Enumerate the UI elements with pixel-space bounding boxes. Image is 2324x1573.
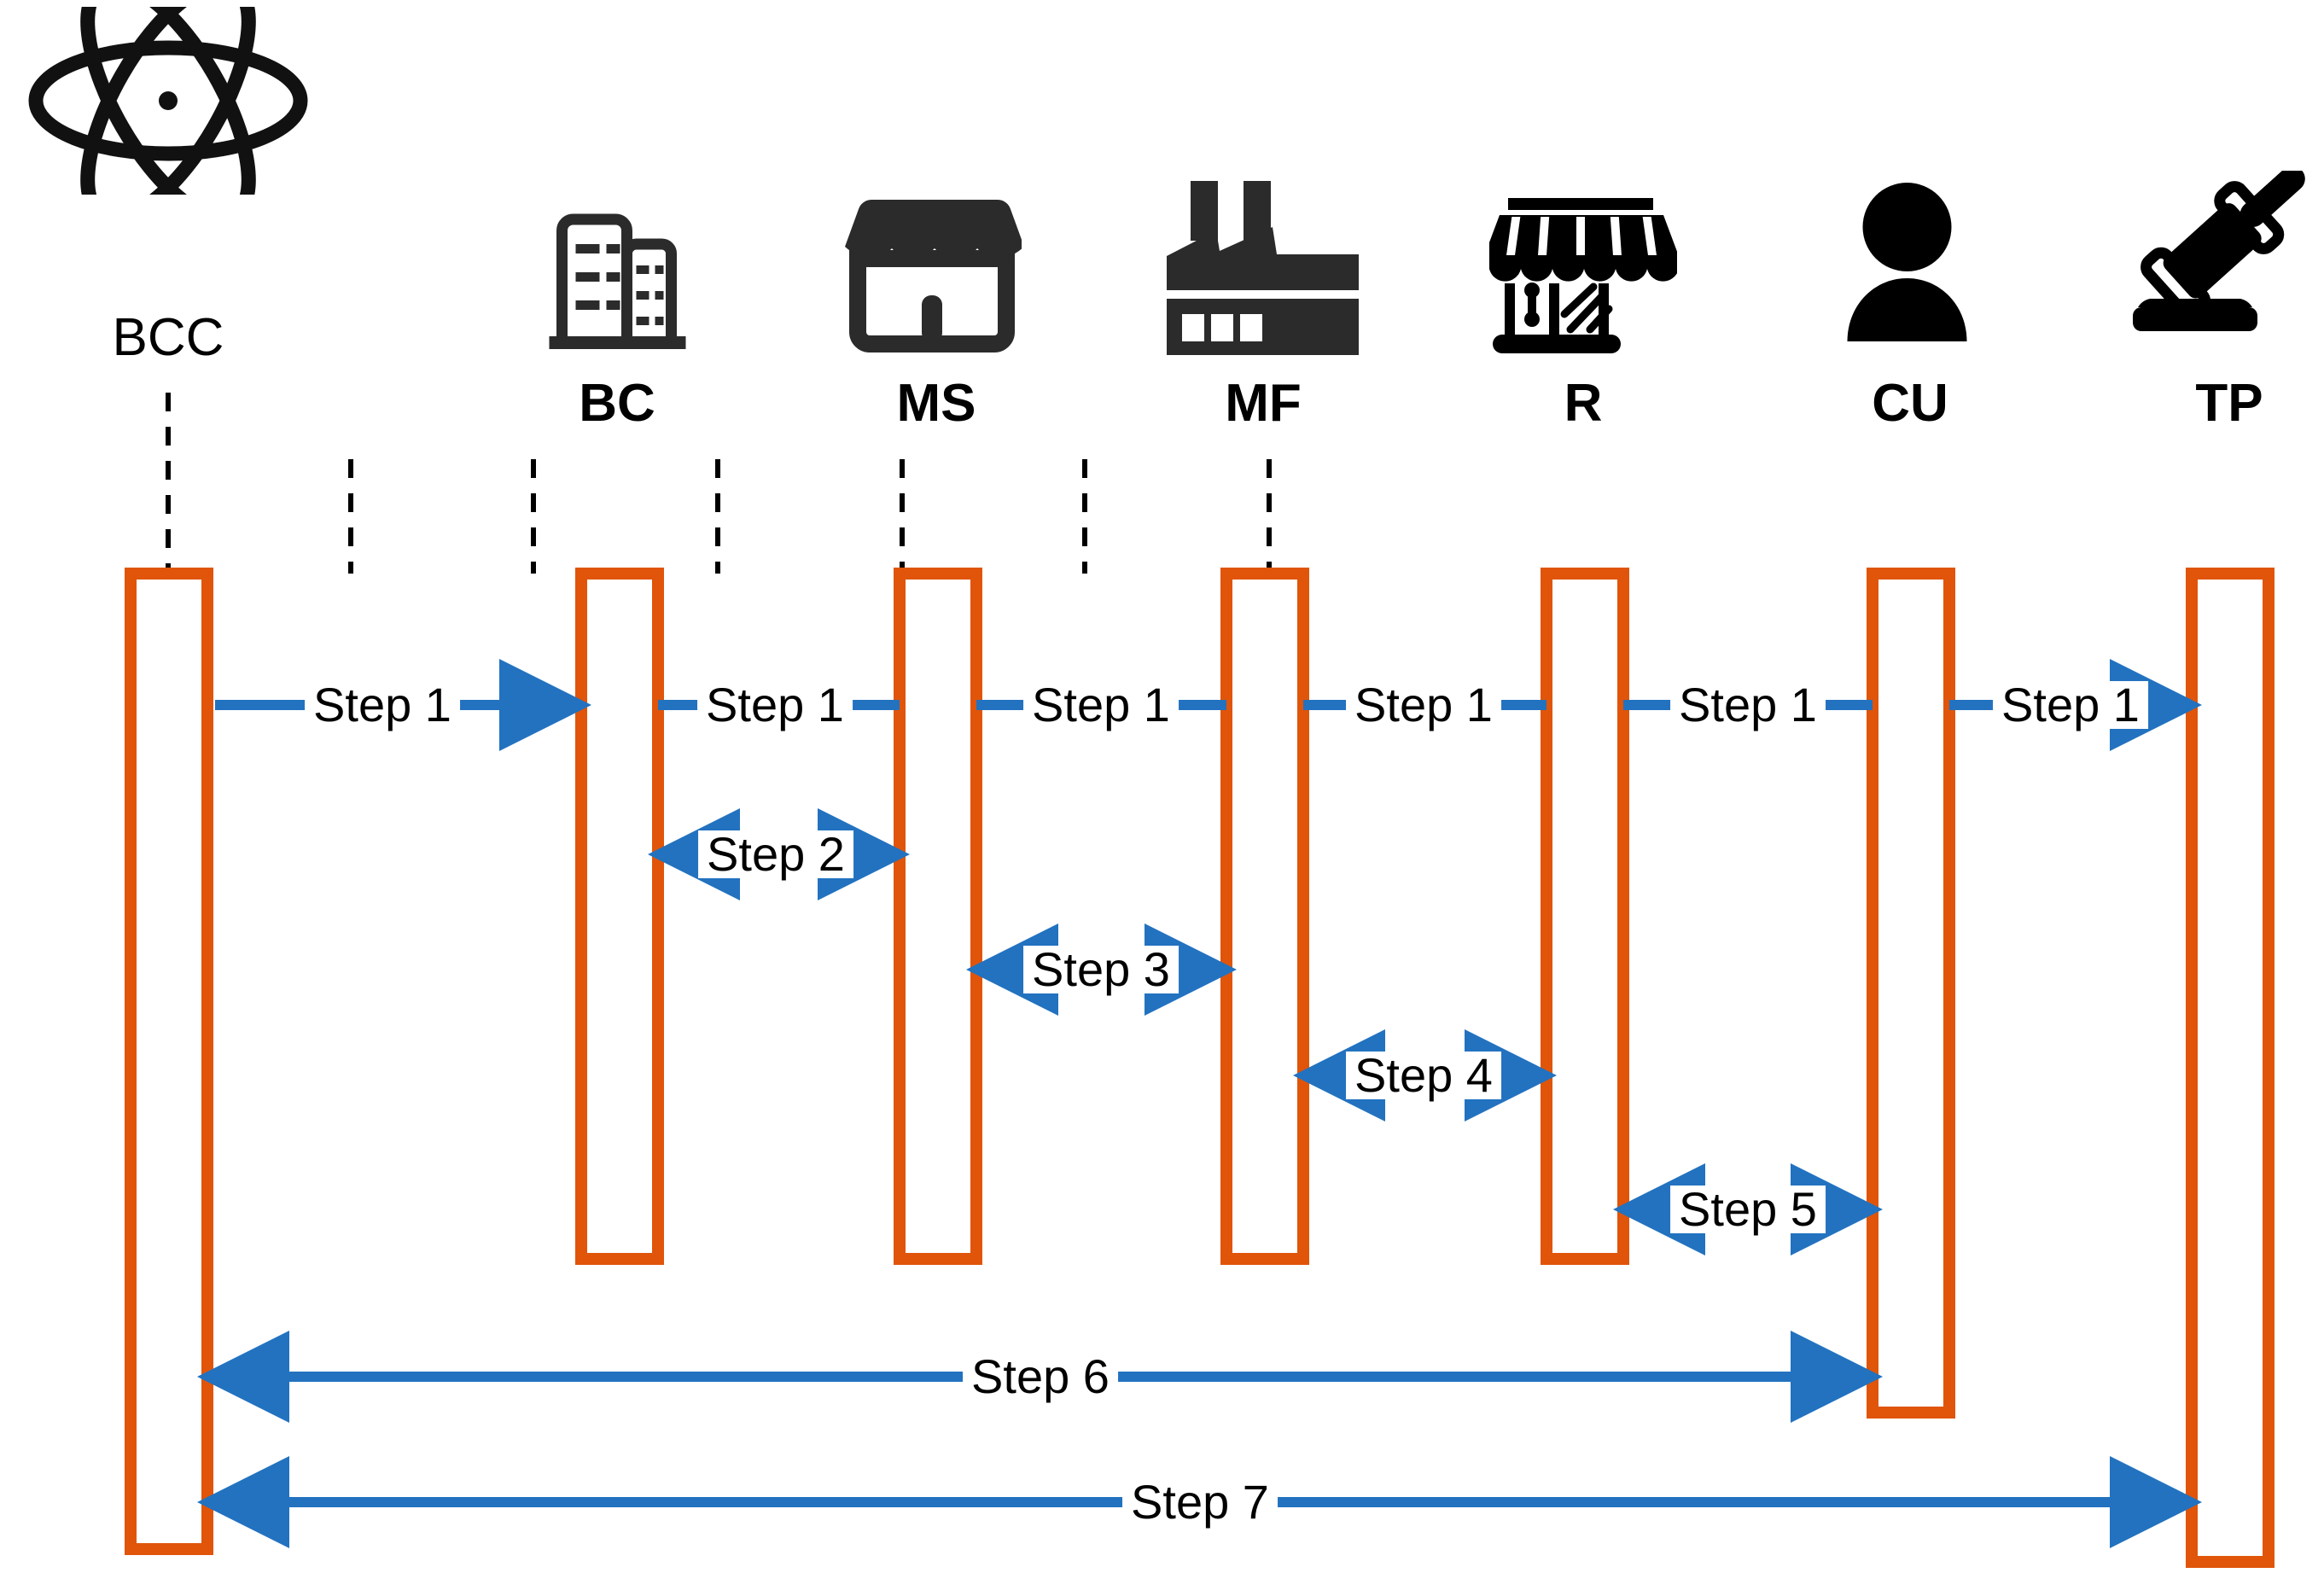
lane-label-bcc: BCC xyxy=(112,308,224,367)
lifeline-dashes xyxy=(166,393,1272,574)
activation-bar-bc xyxy=(575,568,664,1265)
message-label-step7: Step 7 xyxy=(1122,1478,1278,1526)
lane-label-r: R xyxy=(1564,374,1603,433)
message-label-step2: Step 2 xyxy=(698,830,853,878)
message-label-step1-tp-cu: Step 1 xyxy=(1993,681,2148,729)
activation-bars xyxy=(125,568,2274,1568)
message-label-step1-ms-bc: Step 1 xyxy=(697,681,853,729)
office-building-icon xyxy=(543,201,692,359)
message-label-step1-cu-r: Step 1 xyxy=(1670,681,1826,729)
lane-label-bc: BC xyxy=(579,374,655,433)
message-label-step3: Step 3 xyxy=(1023,946,1179,993)
message-label-step6: Step 6 xyxy=(963,1353,1118,1401)
message-label-step1-r-mf: Step 1 xyxy=(1346,681,1501,729)
activation-bar-cu xyxy=(1867,568,1955,1419)
message-label-step4: Step 4 xyxy=(1346,1052,1501,1099)
shop-awning-icon xyxy=(842,186,1024,361)
lane-label-tp: TP xyxy=(2195,374,2263,433)
activation-bar-bcc xyxy=(125,568,213,1555)
lane-label-ms: MS xyxy=(896,374,976,433)
activation-bar-tp xyxy=(2186,568,2274,1568)
message-label-step1-bc-bcc: Step 1 xyxy=(305,681,460,729)
message-label-step1-mf-ms: Step 1 xyxy=(1023,681,1179,729)
lane-label-mf: MF xyxy=(1225,374,1302,433)
factory-icon xyxy=(1163,178,1360,361)
lane-label-cu: CU xyxy=(1872,374,1948,433)
activation-bar-r xyxy=(1541,568,1629,1265)
activation-bar-ms xyxy=(894,568,982,1265)
person-icon xyxy=(1846,179,1970,346)
storefront-icon xyxy=(1484,195,1679,361)
activation-bar-mf xyxy=(1220,568,1309,1265)
gavel-icon xyxy=(2131,166,2324,337)
message-label-step5: Step 5 xyxy=(1670,1186,1826,1233)
